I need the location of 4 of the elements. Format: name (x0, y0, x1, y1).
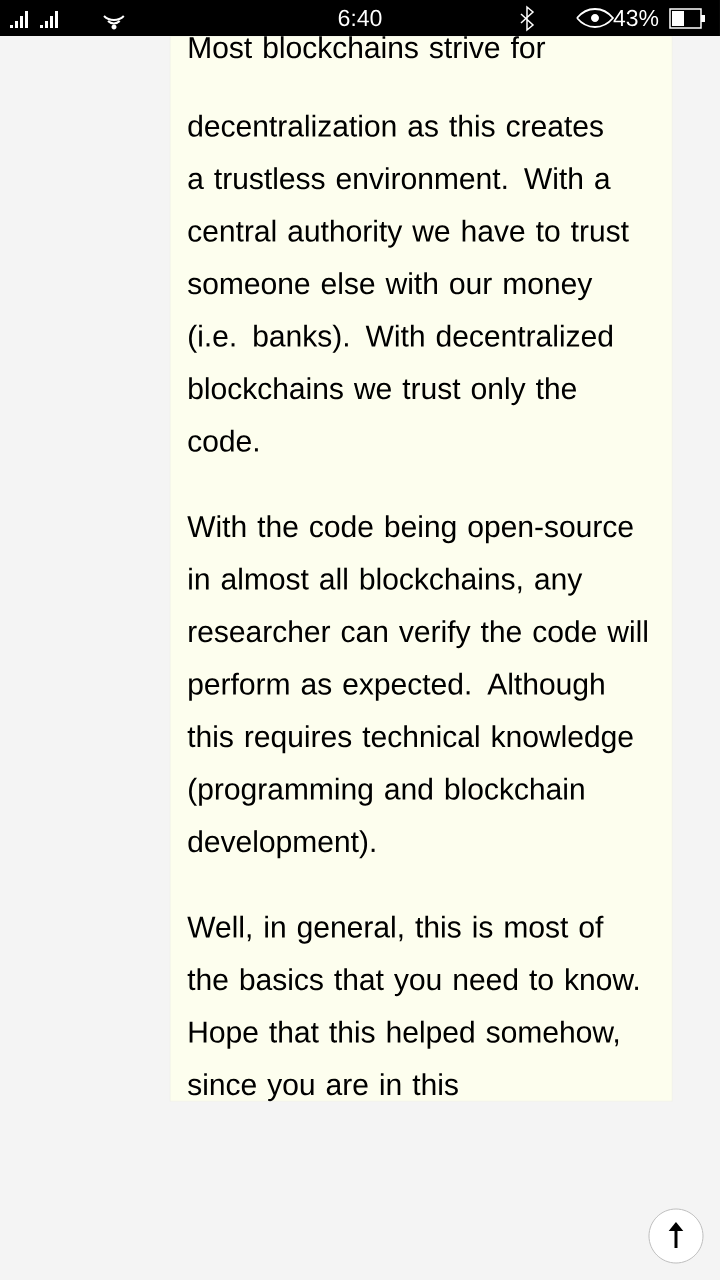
paragraph: Most blockchains strive for decentralization as this creates a trustless environment. With a central authority we have to trust someone else with our money (i.e. banks). With decentralized blockchains we trust only the code. (188, 36, 629, 452)
paragraph: With the code being open-source in almost all blockchains, any researcher can verify the code will perform as expected. Although this requires technical knowledge (programming and blockchain development). (187, 515, 647, 859)
text-card (170, 36, 673, 1102)
paragraph: Well, in general, this is most of the basics that you need to know. Hope that this helped somehow, since you are in this (187, 915, 638, 1102)
